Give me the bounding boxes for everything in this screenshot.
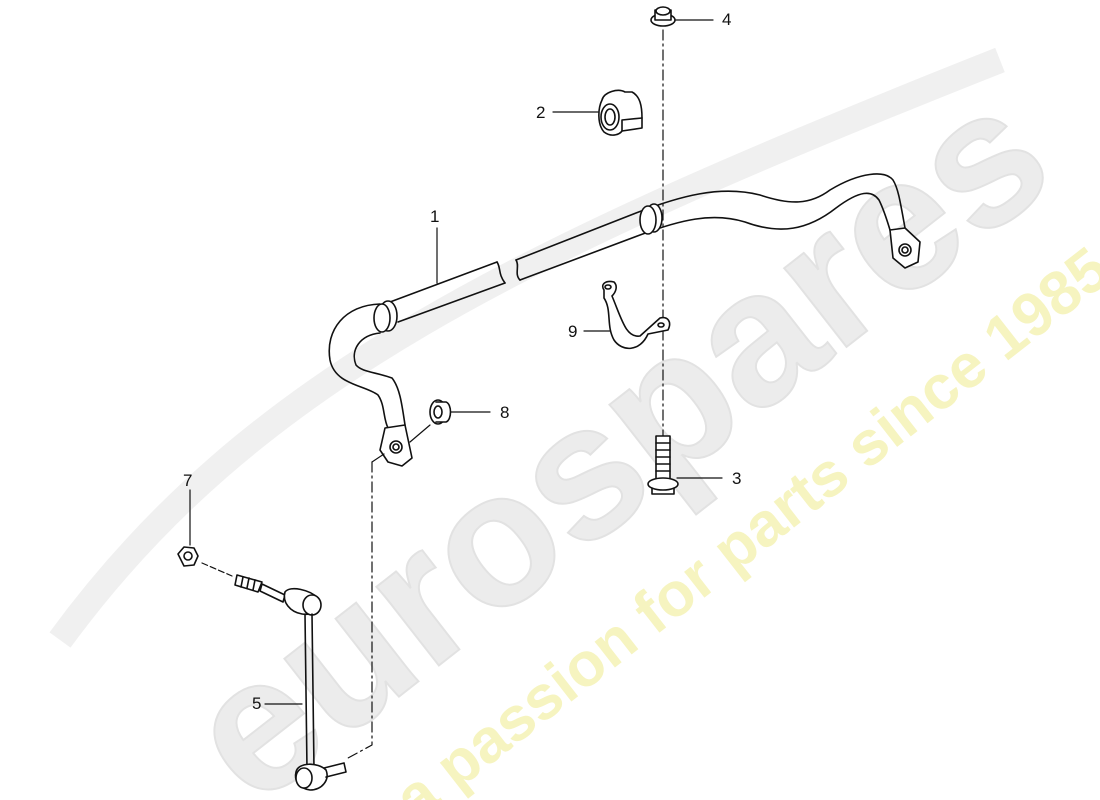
callout-3[interactable]: 3 bbox=[732, 469, 742, 488]
self-locking-nut-icon[interactable] bbox=[177, 546, 199, 567]
rubber-bushing-icon[interactable] bbox=[598, 89, 643, 136]
flange-nut-icon[interactable] bbox=[650, 6, 676, 27]
stabilizer-bar-icon[interactable] bbox=[328, 173, 921, 467]
rod-axis bbox=[347, 461, 373, 759]
leader-8-axis bbox=[409, 424, 431, 443]
callout-2[interactable]: 2 bbox=[536, 103, 546, 122]
callout-9[interactable]: 9 bbox=[568, 322, 578, 341]
flange-bolt-icon[interactable] bbox=[647, 435, 679, 495]
watermark-swoosh bbox=[49, 47, 1005, 648]
callout-7[interactable]: 7 bbox=[183, 471, 193, 490]
callout-4[interactable]: 4 bbox=[722, 10, 732, 29]
callout-5[interactable]: 5 bbox=[252, 694, 262, 713]
callout-1[interactable]: 1 bbox=[430, 207, 440, 226]
nut-axis bbox=[201, 562, 233, 577]
collar-nut-icon[interactable] bbox=[429, 399, 452, 425]
coupling-rod-icon[interactable] bbox=[234, 574, 347, 791]
rod-axis-link bbox=[371, 453, 385, 463]
callout-8[interactable]: 8 bbox=[500, 403, 510, 422]
bracket-clamp-icon[interactable] bbox=[601, 280, 671, 350]
